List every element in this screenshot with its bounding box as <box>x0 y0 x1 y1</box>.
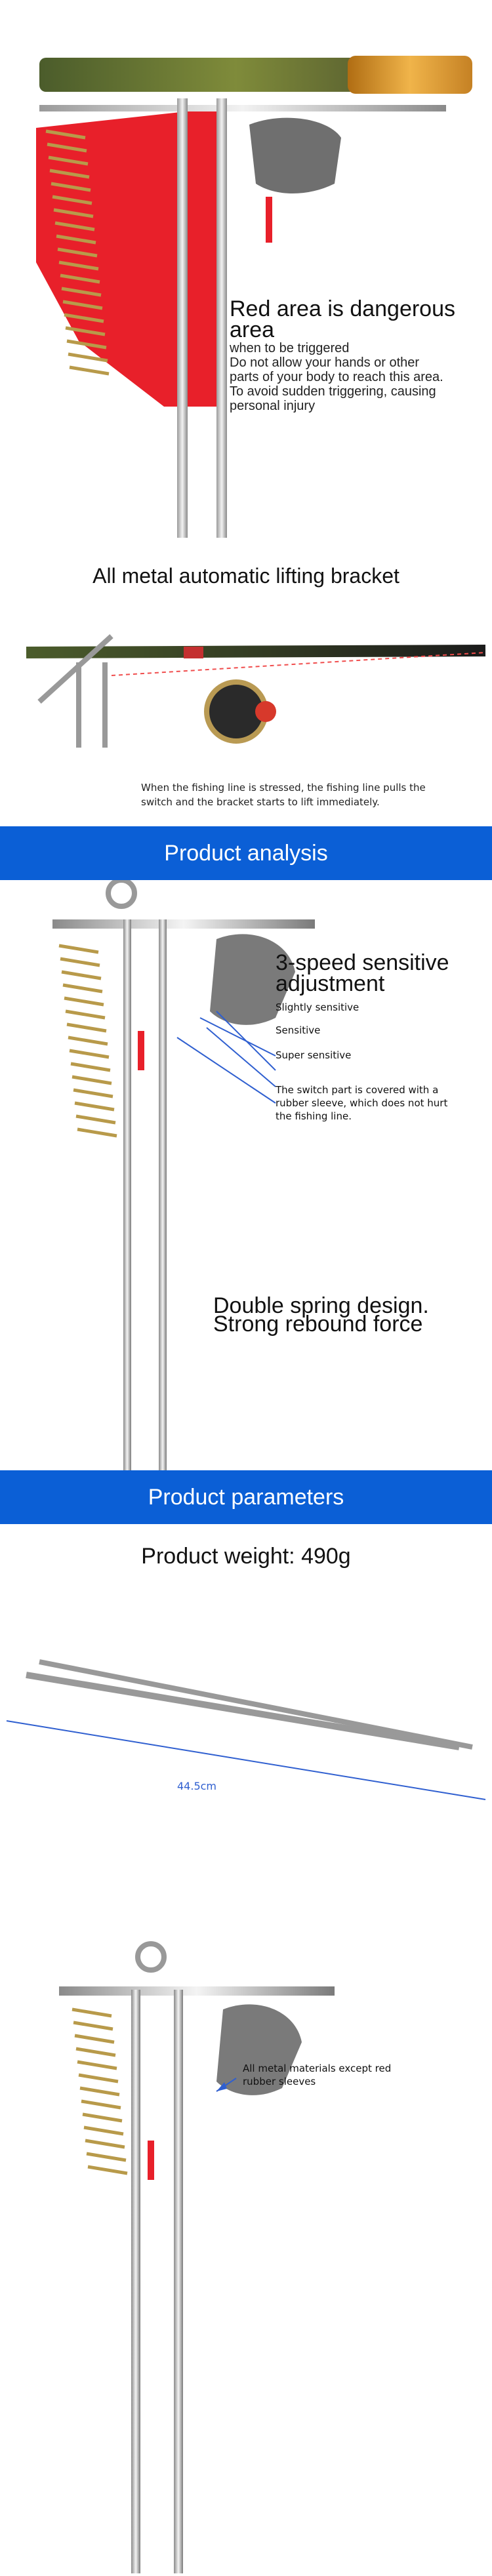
hero-section: Red area is dangerous area when to be tr… <box>0 0 492 538</box>
materials-illustration <box>59 1941 335 2573</box>
length-label: 44.5cm <box>177 1780 217 1792</box>
lifting-section: All metal automatic lifting bracket When… <box>0 538 492 826</box>
parameters-section: Product weight: 490g 44.5cm <box>0 1524 492 1931</box>
adjustment-title: 3-speed sensitive adjustment <box>276 950 449 996</box>
product-parameters-band: Product parameters <box>0 1470 492 1524</box>
adjustment-title-line-2: adjustment <box>276 971 385 996</box>
danger-heading: Red area is dangerous area <box>230 296 456 342</box>
danger-line-2: Do not allow your hands or other <box>230 355 420 370</box>
lifting-caption-line-2: switch and the bracket starts to lift im… <box>141 796 380 808</box>
product-analysis-band: Product analysis <box>0 826 492 880</box>
analysis-section: 3-speed sensitive adjustment Slightly se… <box>0 880 492 1470</box>
level-slightly-sensitive: Slightly sensitive <box>276 1001 359 1013</box>
materials-note: All metal materials except red rubber sl… <box>243 2062 440 2088</box>
rubber-sleeve-note-line-2: rubber sleeve, which does not hurt <box>276 1097 448 1109</box>
spring-icon <box>72 2007 128 2175</box>
rubber-sleeve-note: The switch part is covered with a rubber… <box>276 1083 472 1123</box>
materials-note-line-2: rubber sleeves <box>243 2076 316 2087</box>
product-weight: Product weight: 490g <box>141 1544 351 1569</box>
product-parameters-label: Product parameters <box>148 1484 344 1510</box>
lifting-caption-line-1: When the fishing line is stressed, the f… <box>141 782 426 794</box>
materials-section: All metal materials except red rubber sl… <box>0 1931 492 2576</box>
spring-icon <box>45 129 110 376</box>
danger-line-1: when to be triggered <box>230 341 350 355</box>
danger-description: when to be triggered Do not allow your h… <box>230 341 492 413</box>
danger-line-3: parts of your body to reach this area. <box>230 370 443 384</box>
bracket-hero-illustration <box>36 56 472 538</box>
red-danger-area <box>36 108 216 407</box>
spring-design-line-2: Strong rebound force <box>213 1312 423 1337</box>
level-sensitive: Sensitive <box>276 1024 321 1036</box>
analysis-illustration <box>52 880 315 1470</box>
spring-design-line-1: Double spring design. <box>213 1293 429 1318</box>
lifting-title: All metal automatic lifting bracket <box>92 564 400 588</box>
lifting-caption: When the fishing line is stressed, the f… <box>141 780 476 809</box>
rubber-sleeve-note-line-3: the fishing line. <box>276 1110 352 1122</box>
adjustment-title-line-1: 3-speed sensitive <box>276 950 449 975</box>
product-analysis-label: Product analysis <box>164 840 328 866</box>
materials-note-line-1: All metal materials except red <box>243 2063 392 2074</box>
rubber-sleeve-note-line-1: The switch part is covered with a <box>276 1084 439 1096</box>
level-super-sensitive: Super sensitive <box>276 1049 352 1061</box>
length-illustration <box>6 1659 486 1800</box>
spring-design-title: Double spring design. Strong rebound for… <box>213 1293 429 1337</box>
fishing-rod <box>39 58 433 92</box>
danger-line-5: personal injury <box>230 399 316 413</box>
danger-line-4: To avoid sudden triggering, causing <box>230 384 436 399</box>
spring-icon <box>58 944 117 1138</box>
lifting-illustration <box>26 634 486 748</box>
